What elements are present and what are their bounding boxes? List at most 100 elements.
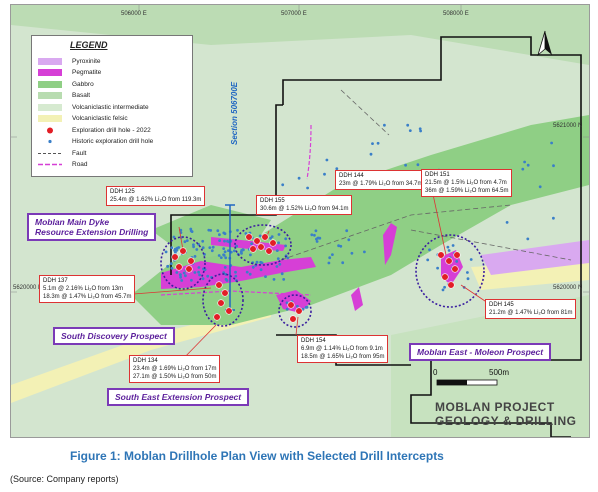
- north-arrow: [530, 29, 560, 59]
- historic-drill-hole: [224, 256, 228, 260]
- historic-drill-hole: [538, 185, 542, 189]
- historic-drill-hole: [222, 253, 226, 257]
- historic-drill-hole: [350, 251, 354, 255]
- fault: [280, 204, 512, 261]
- historic-drill-hole: [323, 172, 326, 176]
- road: [306, 124, 312, 180]
- drill-hole-2022: [225, 307, 233, 315]
- historic-drill-hole: [264, 275, 267, 278]
- historic-drill-hole: [363, 250, 366, 254]
- drill-hole-2022: [213, 313, 221, 321]
- historic-drill-hole: [325, 158, 329, 162]
- historic-drill-hole: [251, 265, 255, 269]
- historic-drill-hole: [211, 245, 215, 249]
- historic-drill-hole: [189, 227, 193, 231]
- historic-drill-hole: [173, 249, 177, 252]
- historic-drill-hole: [441, 288, 445, 292]
- historic-drill-hole: [416, 163, 420, 167]
- historic-drill-hole: [305, 305, 309, 309]
- historic-drill-hole: [284, 237, 288, 241]
- northing-label: 5621000 N: [553, 123, 583, 129]
- drill-hole-2022: [287, 301, 295, 309]
- historic-drill-hole: [201, 277, 205, 281]
- historic-drill-hole: [245, 270, 249, 274]
- historic-drill-hole: [306, 186, 309, 190]
- callout-hole-id: DDH 125: [110, 189, 135, 195]
- historic-drill-hole: [185, 239, 189, 243]
- historic-drill-hole: [526, 163, 530, 167]
- legend-label: Exploration drill hole - 2022: [72, 126, 151, 134]
- leader-lines: [120, 184, 492, 362]
- legend-swatch: [38, 92, 62, 99]
- historic-drill-hole: [341, 261, 345, 265]
- historic-drill-hole: [446, 245, 450, 249]
- historic-drill-hole: [376, 141, 380, 145]
- legend-label: Gabbro: [72, 80, 94, 88]
- callout-intercept: 21.5m @ 1.5% Li₂O from 4.7m: [425, 180, 507, 186]
- historic-drill-hole: [284, 244, 287, 248]
- historic-drill-hole: [198, 273, 202, 277]
- prospect-label-line: Moblan Main Dyke: [35, 217, 110, 227]
- historic-drill-hole: [455, 260, 459, 263]
- historic-drill-hole: [275, 265, 279, 268]
- historic-drill-hole: [217, 254, 221, 257]
- historic-drill-hole: [249, 253, 252, 257]
- callout-hole-id: DDH 155: [260, 198, 285, 204]
- drill-hole-2022: [447, 281, 455, 289]
- callout-intercept: 5.1m @ 2.16% Li₂O from 13m: [43, 286, 124, 292]
- historic-drill-hole: [521, 167, 525, 171]
- map-title-line: MOBLAN PROJECT: [435, 400, 555, 414]
- prospect-south-east: South East Extension Prospect: [107, 388, 250, 406]
- legend-swatch: [38, 127, 62, 134]
- callout-hole-id: DDH 145: [489, 302, 514, 308]
- drill-hole-2022: [441, 273, 449, 281]
- historic-drill-hole: [193, 255, 197, 258]
- drill-hole-2022: [215, 281, 223, 289]
- historic-drill-hole: [335, 167, 339, 171]
- historic-drill-hole: [169, 262, 173, 265]
- historic-drill-hole: [404, 163, 407, 167]
- historic-drill-hole: [443, 285, 446, 289]
- pegmatite-main-dyke: [161, 257, 316, 289]
- historic-drill-hole: [248, 272, 252, 276]
- callout-intercept: 30.6m @ 1.52% Li₂O from 94.1m: [260, 206, 349, 212]
- historic-drill-hole: [466, 271, 469, 274]
- historic-drill-hole: [269, 236, 272, 240]
- historic-drill-hole: [436, 266, 439, 270]
- historic-drill-hole: [192, 245, 196, 249]
- easting-label: 507000 E: [281, 11, 307, 17]
- historic-drill-hole: [285, 301, 289, 305]
- pegmatite-se: [276, 290, 311, 313]
- historic-drill-hole: [259, 260, 263, 264]
- historic-drill-hole: [184, 274, 187, 278]
- historic-drill-hole: [275, 249, 279, 253]
- legend-label: Pegmatite: [72, 69, 102, 76]
- historic-drill-hole: [197, 266, 201, 269]
- callout-intercept: 25.4m @ 1.62% Li₂O from 119.3m: [110, 197, 202, 203]
- legend-swatch: [38, 161, 62, 168]
- callout-hole-id: DDH 137: [43, 278, 68, 284]
- legend-item: Pyroxinite: [38, 56, 101, 66]
- legend-item: Basalt: [38, 91, 90, 101]
- geology-map: 506000 E 507000 E 508000 E 5621000 N 562…: [10, 4, 590, 438]
- legend-swatch: [38, 103, 62, 111]
- source-note: (Source: Company reports): [10, 474, 119, 484]
- historic-drill-hole: [285, 307, 289, 311]
- historic-drill-hole: [466, 277, 470, 281]
- drill-hole-2022: [253, 237, 261, 245]
- legend-label: Historic exploration drill hole: [72, 138, 154, 145]
- drill-hole-2022: [245, 233, 253, 241]
- callout-hole-id: DDH 154: [301, 338, 326, 344]
- historic-drill-hole: [419, 129, 422, 133]
- drill-hole-2022: [289, 315, 297, 323]
- historic-drill-hole: [244, 232, 248, 235]
- historic-drill-hole: [166, 264, 170, 268]
- callout-ddh151: DDH 151 21.5m @ 1.5% Li₂O from 4.7m 36m …: [421, 169, 513, 197]
- callout-ddh154: DDH 154 6.9m @ 1.14% Li₂O from 9.1m 18.5…: [297, 335, 389, 363]
- historic-drill-hole: [296, 304, 299, 308]
- historic-drill-hole: [218, 233, 221, 237]
- map-title-line: GEOLOGY & DRILLING: [435, 414, 577, 428]
- historic-drill-hole: [369, 152, 373, 156]
- callout-ddh155: DDH 155 30.6m @ 1.52% Li₂O from 94.1m: [256, 195, 353, 215]
- callout-ddh145: DDH 145 21.2m @ 1.47% Li₂O from 81m: [485, 299, 577, 319]
